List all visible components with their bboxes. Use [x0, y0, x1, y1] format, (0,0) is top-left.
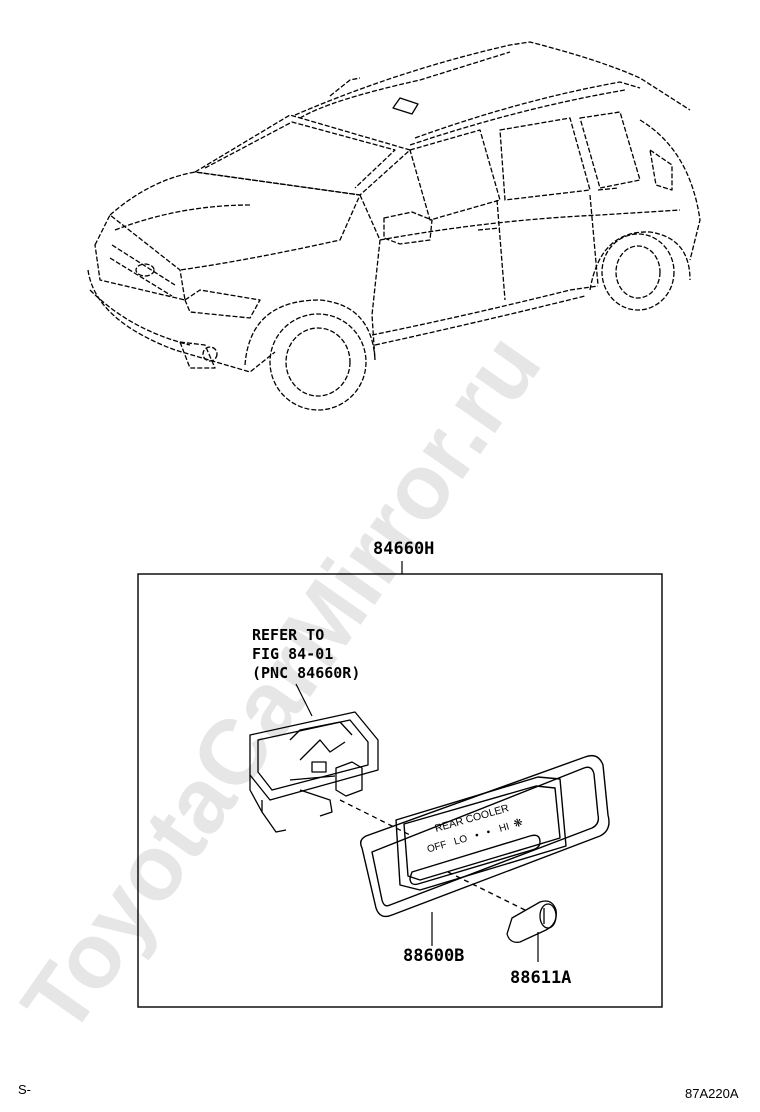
position-label-lo: LO	[453, 833, 469, 847]
reference-note-line3: (PNC 84660R)	[252, 664, 360, 682]
reference-note-line1: REFER TO	[252, 626, 324, 644]
assembly-part-number: 84660H	[373, 539, 434, 559]
assembly-box	[137, 573, 663, 1008]
position-label-dot-1: •	[474, 830, 481, 842]
reference-note-line2: FIG 84-01	[252, 645, 333, 663]
footer-left-code: S-	[18, 1082, 31, 1097]
switch-unit-illustration	[249, 711, 411, 836]
bezel-illustration	[359, 754, 610, 918]
vehicle-illustration	[87, 41, 701, 411]
reference-leader-line	[295, 683, 313, 717]
bezel-part-number: 88600B	[403, 946, 464, 966]
panel-position-labels: OFF LO • • HI ❋	[426, 817, 524, 856]
position-label-dot-2: •	[485, 827, 492, 839]
knob-illustration	[506, 900, 557, 943]
footer-right-code: 87A220A	[685, 1086, 739, 1101]
knob-part-number: 88611A	[510, 968, 571, 988]
fan-icon: ❋	[512, 817, 524, 831]
watermark-text: ToyotaCarMirror.ru	[3, 316, 561, 1051]
position-label-off: OFF	[426, 839, 448, 855]
position-label-hi: HI	[498, 821, 511, 834]
